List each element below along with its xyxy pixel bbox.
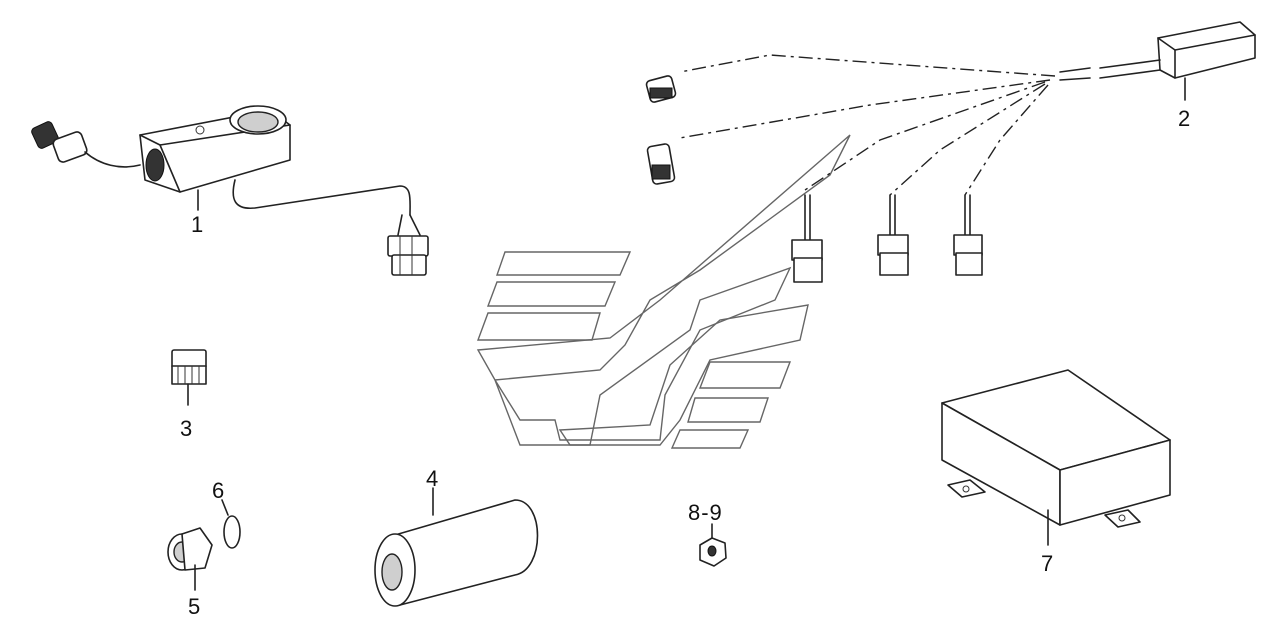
part-4-cylinder — [374, 487, 539, 607]
part-3-connector — [171, 349, 207, 406]
label-part-5: 5 — [188, 594, 200, 619]
part-2-wiring-harness — [645, 21, 1256, 283]
label-part-4: 4 — [426, 466, 438, 491]
watermark-logo — [476, 134, 851, 449]
label-part-1: 1 — [191, 212, 203, 237]
label-part-2: 2 — [1178, 106, 1190, 131]
part-6-o-ring — [221, 499, 241, 549]
label-part-3: 3 — [180, 416, 192, 441]
part-7-control-box — [941, 369, 1171, 546]
label-part-8-9: 8-9 — [688, 500, 723, 525]
part-5-fitting — [167, 527, 213, 591]
label-part-6: 6 — [212, 478, 224, 503]
label-part-7: 7 — [1041, 551, 1053, 576]
part-8-9-nut — [699, 523, 727, 567]
part-1-switch-assembly — [31, 105, 429, 276]
